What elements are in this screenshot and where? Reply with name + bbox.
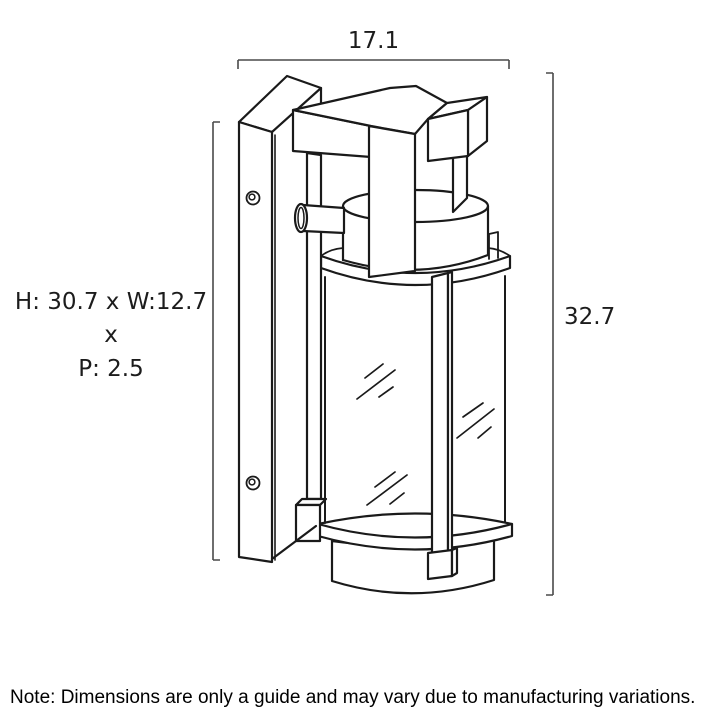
size-label-line3: P: 2.5 xyxy=(78,356,144,382)
glass-cylinder xyxy=(324,275,506,524)
fixture-extent-dimension-line xyxy=(212,121,220,561)
top-cap xyxy=(341,188,499,271)
dimension-lines xyxy=(212,59,554,596)
hanger-bar xyxy=(367,124,417,279)
elbow-block xyxy=(426,95,489,163)
cage-strut-left xyxy=(294,151,328,543)
width-dimension-line xyxy=(237,59,510,69)
size-label-line1: H: 30.7 x W:12.7 xyxy=(14,289,208,315)
size-label-line2: x xyxy=(104,322,118,348)
lower-support-arm xyxy=(270,524,318,561)
width-dimension-label: 17.1 xyxy=(347,28,400,54)
screw-hole-top xyxy=(245,190,261,206)
cage-strut-right xyxy=(426,270,459,581)
product-drawing xyxy=(237,74,514,595)
height-dimension-line xyxy=(546,72,554,596)
glass-shine-marks xyxy=(356,363,495,506)
height-dimension-label: 32.7 xyxy=(564,304,616,330)
back-plate xyxy=(237,74,323,564)
bottom-band xyxy=(316,512,514,551)
screw-hole-bottom xyxy=(245,475,261,491)
side-pipe xyxy=(293,202,346,235)
note-text: Note: Dimensions are only a guide and ma… xyxy=(10,687,696,708)
